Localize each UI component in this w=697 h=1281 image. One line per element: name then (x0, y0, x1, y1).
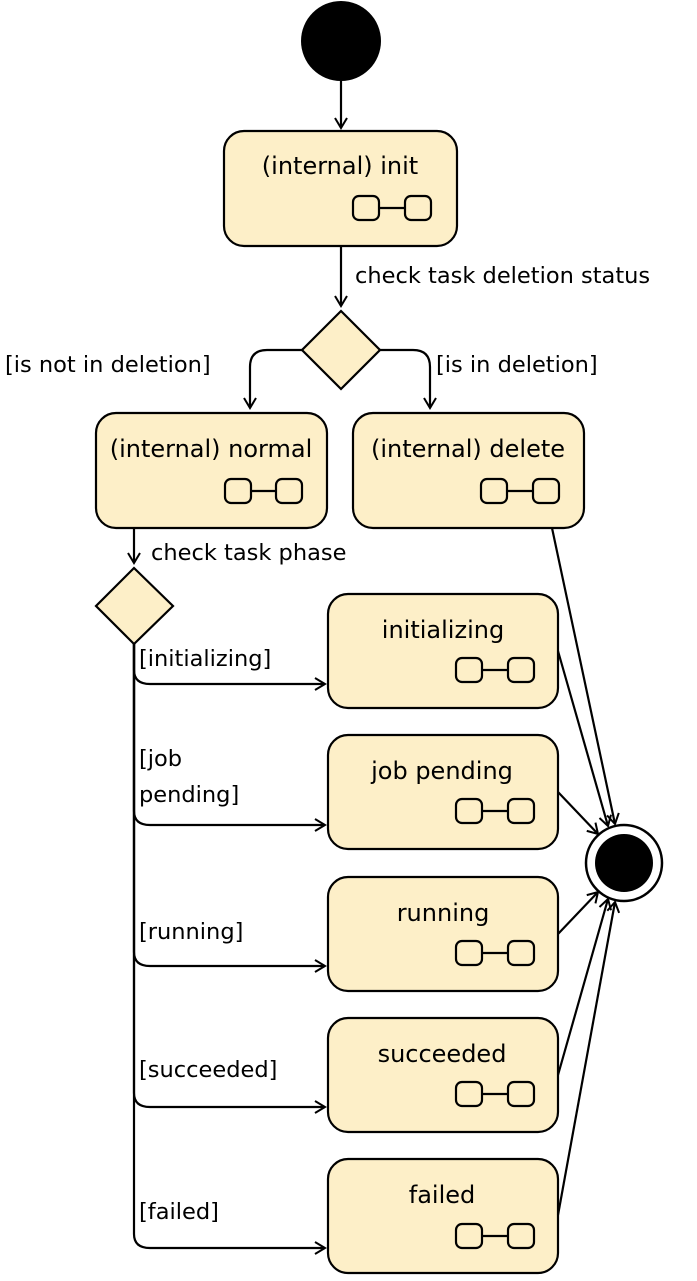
edge-label-initializing: [initializing] (139, 646, 271, 672)
subactivity-icon (454, 1080, 536, 1108)
subactivity-icon (454, 656, 536, 684)
activity-init[interactable]: (internal) init (222, 129, 459, 248)
activity-failed[interactable]: failed (326, 1157, 560, 1275)
edge-label-check-phase: check task phase (151, 540, 346, 566)
activity-succeeded-label: succeeded (378, 1040, 507, 1068)
edge-label-job-pending-2: pending] (139, 782, 239, 808)
activity-succeeded[interactable]: succeeded (326, 1016, 560, 1134)
activity-init-label: (internal) init (262, 152, 418, 180)
edge-label-in-deletion: [is in deletion] (436, 352, 598, 378)
activity-normal-label: (internal) normal (110, 435, 313, 463)
decision-deletion (300, 309, 382, 391)
activity-delete[interactable]: (internal) delete (351, 411, 586, 530)
edge-label-job-pending-1: [job (139, 746, 182, 772)
edge-label-failed: [failed] (139, 1199, 219, 1225)
initial-node-icon (301, 1, 381, 81)
subactivity-icon (454, 1222, 536, 1250)
edge-succeeded-final (556, 897, 613, 1076)
decision-phase (94, 566, 175, 646)
activity-failed-label: failed (409, 1181, 476, 1209)
activity-delete-label: (internal) delete (371, 435, 565, 463)
edge-label-not-in-deletion: [is not in deletion] (5, 352, 211, 378)
edge-phase-succeeded (132, 644, 327, 1114)
edge-phase-failed (132, 644, 327, 1255)
activity-initializing-label: initializing (382, 616, 504, 644)
edge-label-succeeded: [succeeded] (139, 1057, 277, 1083)
subactivity-icon (351, 194, 433, 222)
activity-normal[interactable]: (internal) normal (94, 411, 329, 530)
activity-job-pending[interactable]: job pending (326, 733, 560, 851)
edge-label-running: [running] (139, 919, 243, 945)
activity-running[interactable]: running (326, 875, 560, 993)
edge-decision-normal (243, 348, 302, 410)
edge-failed-final (556, 900, 621, 1216)
edge-running-final (557, 890, 600, 935)
activity-initializing[interactable]: initializing (326, 592, 560, 710)
subactivity-icon (454, 939, 536, 967)
edge-decision-delete (380, 348, 437, 410)
subactivity-icon (479, 477, 561, 505)
edge-initializing-final (556, 650, 612, 828)
edge-delete-final (550, 527, 620, 826)
final-node-icon (584, 823, 664, 903)
activity-job-pending-label: job pending (370, 757, 513, 785)
activity-running-label: running (397, 899, 490, 927)
edge-job-pending-final (557, 791, 600, 836)
subactivity-icon (223, 477, 304, 505)
subactivity-icon (454, 797, 536, 825)
edge-label-check-deletion: check task deletion status (355, 263, 650, 289)
